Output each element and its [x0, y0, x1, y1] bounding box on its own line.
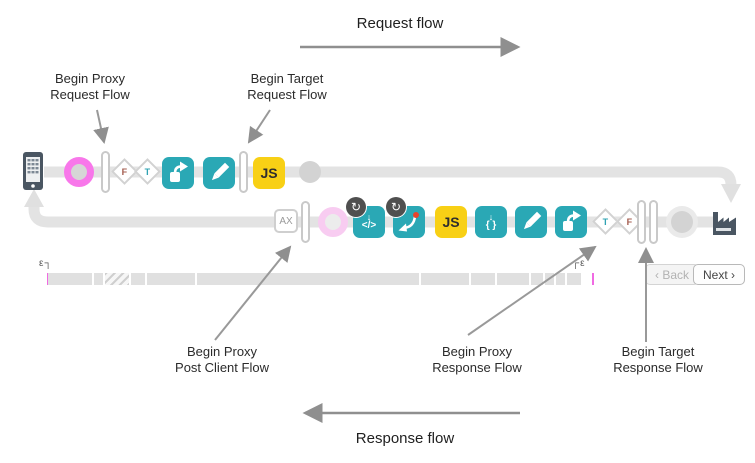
timeline-segment[interactable] [497, 273, 529, 285]
policy-javascript-icon-request[interactable]: JS [253, 157, 285, 189]
condition-true-diamond-request[interactable]: T [134, 158, 161, 185]
target-response-flow-bar[interactable] [649, 200, 658, 244]
timeline-end-tick [592, 273, 594, 285]
policy-braces-icon[interactable]: ↓ { } [475, 206, 507, 238]
js-label: JS [260, 165, 278, 181]
js-label: JS [442, 214, 460, 230]
policy-pencil-icon-response[interactable] [515, 206, 547, 238]
post-client-flow-bar[interactable] [301, 201, 310, 243]
policy-code-icon[interactable]: ↻ ↓ </> [346, 197, 385, 238]
timeline-segment[interactable] [471, 273, 495, 285]
timeline-right-marker: ┌ε [572, 258, 586, 269]
label-begin-target-request-flow: Begin Target Request Flow [247, 71, 327, 102]
timeline-segment[interactable] [421, 273, 469, 285]
label-begin-target-response-flow: Begin Target Response Flow [613, 344, 703, 375]
label-begin-proxy-request-flow: Begin Proxy Request Flow [50, 71, 130, 102]
analytics-ax-node[interactable]: AX [274, 209, 298, 233]
timeline-segment[interactable] [567, 273, 581, 285]
client-phone-icon[interactable] [22, 151, 44, 197]
ax-label: AX [279, 215, 293, 227]
braces-down-arrow: ↓ [488, 212, 494, 222]
timeline-segment[interactable] [48, 273, 92, 285]
timeline-segment[interactable] [94, 273, 103, 285]
timeline-segment[interactable] [147, 273, 195, 285]
condition-false-label: F [626, 216, 633, 227]
condition-true-label: T [602, 216, 609, 227]
arrow-proxy-request [93, 109, 109, 144]
response-start-dot[interactable] [318, 207, 348, 237]
timeline-segment[interactable] [197, 273, 419, 285]
arrow-target-request [247, 109, 271, 144]
braces-label: { } [485, 220, 497, 231]
policy-forward-arrow-icon[interactable] [162, 157, 194, 189]
condition-true-label: T [144, 166, 151, 177]
policy-callout-curve-icon[interactable]: ↻ [386, 197, 425, 238]
timeline-bar[interactable] [48, 273, 593, 285]
timeline-segment[interactable] [131, 273, 145, 285]
response-end-dot[interactable] [666, 206, 698, 238]
label-begin-proxy-response-flow: Begin Proxy Response Flow [432, 344, 522, 375]
timeline-segment[interactable] [556, 273, 565, 285]
condition-true-diamond-response[interactable]: T [592, 208, 619, 235]
proxy-request-flow-bar[interactable] [101, 151, 110, 193]
target-request-flow-bar[interactable] [239, 151, 248, 193]
loop-badge-icon: ↻ [346, 197, 366, 217]
code-down-arrow: ↓ [366, 212, 372, 222]
proxy-request-start-dot[interactable] [64, 157, 94, 187]
target-factory-icon[interactable] [711, 207, 738, 242]
code-label: </> [361, 220, 377, 231]
arrow-post-client [214, 245, 292, 341]
timeline-segment[interactable] [105, 273, 129, 285]
policy-forward-arrow-icon-response[interactable] [555, 206, 587, 238]
condition-false-label: F [121, 166, 128, 177]
policy-javascript-icon-response[interactable]: JS [435, 206, 467, 238]
timeline-segment[interactable] [531, 273, 543, 285]
response-end-dot-inner [671, 211, 693, 233]
proxy-response-flow-bar[interactable] [637, 200, 646, 244]
label-begin-proxy-post-client-flow: Begin Proxy Post Client Flow [175, 344, 269, 375]
policy-pencil-icon[interactable] [203, 157, 235, 189]
next-button[interactable]: Next › [693, 264, 746, 285]
timeline-segment[interactable] [545, 273, 554, 285]
timeline-left-marker: ε┐ [39, 258, 53, 269]
back-button[interactable]: ‹ Back [645, 264, 700, 285]
loop-badge-icon: ↻ [386, 197, 406, 217]
request-end-dot[interactable] [299, 161, 321, 183]
response-flow-title: Response flow [355, 430, 455, 447]
request-flow-title: Request flow [356, 15, 444, 32]
